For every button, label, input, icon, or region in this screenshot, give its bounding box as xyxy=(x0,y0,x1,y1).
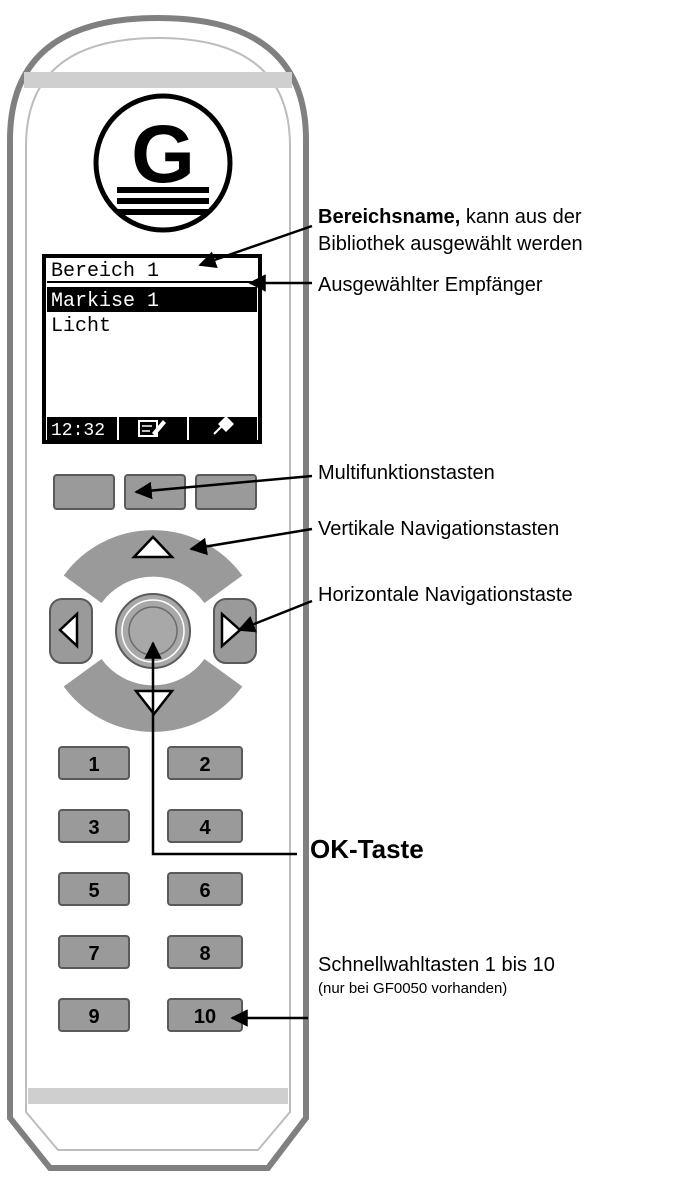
multifunction-keys[interactable] xyxy=(53,474,257,510)
label-multifunction: Multifunktionstasten xyxy=(318,462,495,484)
key-6[interactable]: 6 xyxy=(167,872,243,906)
key-8[interactable]: 8 xyxy=(167,935,243,969)
lcd-item-licht: Licht xyxy=(51,315,111,338)
lcd-header: Bereich 1 xyxy=(51,260,159,283)
arrow-right-icon xyxy=(220,611,242,649)
svg-text:10: 10 xyxy=(194,1006,216,1028)
bottom-band xyxy=(28,1088,288,1104)
top-band xyxy=(24,72,292,88)
svg-text:1: 1 xyxy=(88,754,99,776)
svg-text:9: 9 xyxy=(88,1006,99,1028)
svg-text:4: 4 xyxy=(199,817,211,839)
number-keys[interactable]: 1 2 3 4 5 6 7 8 xyxy=(58,746,243,1032)
arrow-area-name xyxy=(198,224,313,269)
multifunction-key-right[interactable] xyxy=(195,474,257,510)
label-area-name: Bereichsname, kann aus der xyxy=(318,206,582,228)
label-vertical-nav: Vertikale Navigationstasten xyxy=(318,518,560,540)
key-5[interactable]: 5 xyxy=(58,872,130,906)
label-horizontal-nav: Horizontale Navigationstaste xyxy=(318,584,573,606)
key-3[interactable]: 3 xyxy=(58,809,130,843)
label-speed-dial-note: (nur bei GF0050 vorhanden) xyxy=(318,980,508,997)
key-2[interactable]: 2 xyxy=(167,746,243,780)
svg-text:7: 7 xyxy=(88,943,99,965)
arrow-multifunction xyxy=(134,474,313,500)
lcd-softkey-bar xyxy=(47,417,257,440)
lcd-selection-bar xyxy=(47,287,257,312)
lcd-selected-item: Markise 1 xyxy=(51,290,159,313)
edit-icon xyxy=(138,420,166,437)
label-speed-dial: Schnellwahltasten 1 bis 10 xyxy=(318,954,555,976)
arrow-horizontal-nav xyxy=(237,599,313,633)
logo-icon: G xyxy=(93,93,233,233)
svg-text:2: 2 xyxy=(199,754,210,776)
arrow-up-icon xyxy=(131,535,175,559)
lcd-display: Bereich 1 Markise 1 Licht 12:32 xyxy=(42,254,262,444)
svg-text:3: 3 xyxy=(88,817,99,839)
svg-text:G: G xyxy=(131,109,195,200)
key-10[interactable]: 10 xyxy=(167,998,243,1032)
multifunction-key-left[interactable] xyxy=(53,474,115,510)
pin-icon xyxy=(213,416,234,435)
multifunction-key-middle[interactable] xyxy=(124,474,186,510)
label-ok-key: OK-Taste xyxy=(310,834,424,864)
arrow-left-icon xyxy=(58,611,79,649)
navigation-pad[interactable] xyxy=(49,530,257,732)
lcd-clock: 12:32 xyxy=(51,421,105,441)
svg-text:8: 8 xyxy=(199,943,210,965)
key-7[interactable]: 7 xyxy=(58,935,130,969)
key-9[interactable]: 9 xyxy=(58,998,130,1032)
arrow-ok-key xyxy=(144,641,297,856)
key-1[interactable]: 1 xyxy=(58,746,130,780)
label-area-name-line2: Bibliothek ausgewählt werden xyxy=(318,233,583,255)
arrow-vertical-nav xyxy=(189,527,313,556)
svg-text:6: 6 xyxy=(199,880,210,902)
svg-text:5: 5 xyxy=(88,880,99,902)
callout-arrows xyxy=(134,224,313,1027)
key-4[interactable]: 4 xyxy=(167,809,243,843)
label-selected-receiver: Ausgewählter Empfänger xyxy=(318,274,543,296)
